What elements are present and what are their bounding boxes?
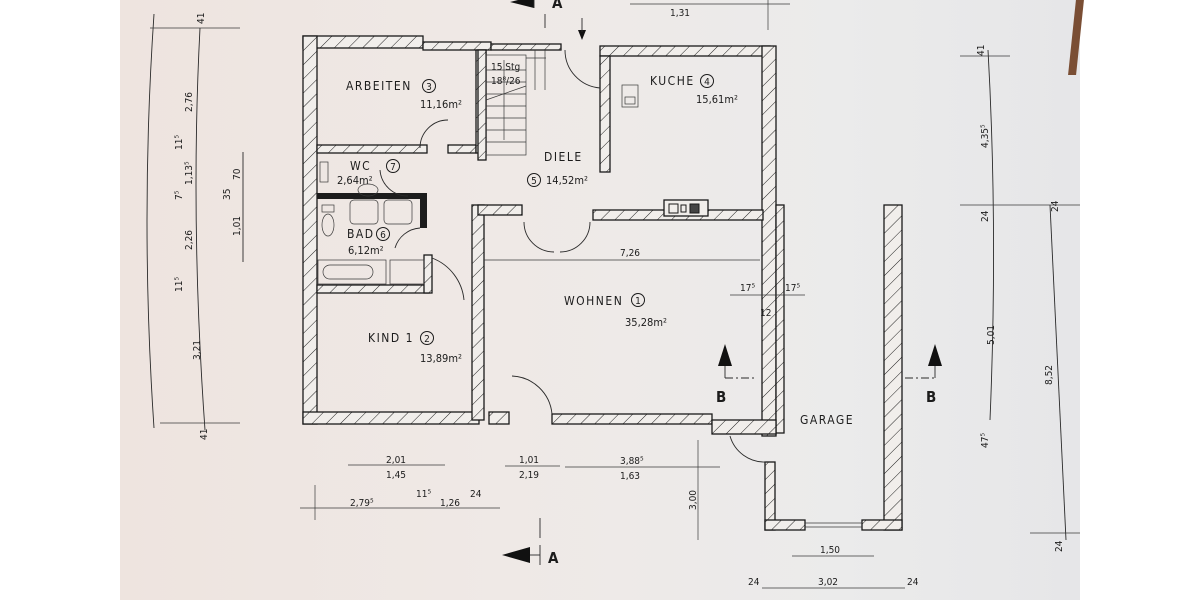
room-bad: BAD 6 6,12m² bbox=[347, 227, 390, 257]
room-label: WOHNEN bbox=[564, 294, 623, 308]
svg-text:5,01: 5,01 bbox=[986, 325, 997, 345]
svg-text:24: 24 bbox=[980, 210, 991, 222]
section-marker-a-bottom: A bbox=[502, 518, 559, 567]
fixtures bbox=[317, 84, 639, 285]
room-number: 4 bbox=[704, 77, 710, 88]
svg-text:24: 24 bbox=[1050, 200, 1061, 212]
room-label: DIELE bbox=[544, 150, 583, 164]
svg-text:24: 24 bbox=[1054, 540, 1065, 552]
svg-text:A: A bbox=[548, 549, 559, 567]
room-label: ARBEITEN bbox=[346, 79, 412, 93]
svg-text:2,79⁵: 2,79⁵ bbox=[350, 498, 374, 509]
room-wohnen: WOHNEN 1 35,28m² bbox=[564, 293, 667, 329]
staircase bbox=[485, 50, 546, 156]
garage-walls bbox=[764, 204, 903, 531]
doors bbox=[379, 49, 767, 463]
svg-text:24: 24 bbox=[748, 577, 760, 588]
svg-text:2,19: 2,19 bbox=[519, 470, 539, 481]
outer-walls bbox=[302, 35, 785, 437]
dimension-top: 1,31 bbox=[630, 0, 790, 30]
dimension-chain-right: 41 4,35⁵ 24 5,01 47⁵ 24 8,52 24 bbox=[960, 45, 1080, 552]
svg-text:4,35⁵: 4,35⁵ bbox=[980, 124, 991, 148]
svg-text:11⁵: 11⁵ bbox=[416, 489, 431, 500]
svg-text:15 Stg: 15 Stg bbox=[491, 62, 520, 73]
svg-text:24: 24 bbox=[470, 489, 482, 500]
room-area: 14,52m² bbox=[546, 174, 588, 187]
dimension-wohnen: 7,26 17⁵ 12 17⁵ bbox=[484, 248, 805, 319]
room-kuche: KUCHE 4 15,61m² bbox=[650, 74, 738, 106]
svg-text:35: 35 bbox=[222, 189, 233, 200]
svg-text:47⁵: 47⁵ bbox=[980, 433, 991, 448]
room-area: 11,16m² bbox=[420, 98, 462, 111]
svg-text:1,63: 1,63 bbox=[620, 471, 640, 482]
svg-text:18⁸/26: 18⁸/26 bbox=[491, 76, 521, 87]
room-area: 35,28m² bbox=[625, 316, 667, 329]
room-area: 13,89m² bbox=[420, 352, 462, 365]
room-label: WC bbox=[350, 159, 371, 173]
svg-text:B: B bbox=[926, 388, 936, 406]
svg-text:3,02: 3,02 bbox=[818, 577, 838, 588]
svg-text:1,01: 1,01 bbox=[519, 455, 539, 466]
section-marker-b-right: B bbox=[905, 344, 942, 406]
section-marker-b-left: B bbox=[716, 344, 755, 406]
room-number: 6 bbox=[380, 230, 386, 241]
svg-text:7,26: 7,26 bbox=[620, 248, 640, 259]
room-wc: WC 7 2,64m² bbox=[337, 159, 400, 187]
svg-text:70: 70 bbox=[232, 168, 243, 180]
svg-text:12: 12 bbox=[760, 308, 771, 319]
room-number: 3 bbox=[426, 82, 432, 93]
room-garage: GARAGE bbox=[800, 413, 854, 427]
room-label: KUCHE bbox=[650, 74, 695, 88]
svg-text:1,26: 1,26 bbox=[440, 498, 460, 509]
svg-text:11⁵: 11⁵ bbox=[174, 277, 185, 292]
svg-text:2,76: 2,76 bbox=[184, 92, 195, 112]
room-area: 15,61m² bbox=[696, 93, 738, 106]
svg-text:1,50: 1,50 bbox=[820, 545, 840, 556]
svg-text:1,01: 1,01 bbox=[232, 216, 243, 236]
svg-text:3,21: 3,21 bbox=[192, 340, 203, 360]
svg-text:11⁵: 11⁵ bbox=[174, 135, 185, 150]
svg-text:A: A bbox=[552, 0, 563, 12]
svg-text:1,13⁵: 1,13⁵ bbox=[184, 161, 195, 185]
svg-text:24: 24 bbox=[907, 577, 919, 588]
dimension-bottom: 2,01 1,45 1,01 2,19 3,88⁵ 1,63 2,79⁵ 11⁵… bbox=[300, 440, 919, 589]
svg-text:7⁵: 7⁵ bbox=[174, 190, 185, 200]
svg-text:41: 41 bbox=[196, 13, 207, 24]
svg-text:17⁵: 17⁵ bbox=[785, 283, 800, 294]
room-number: 1 bbox=[635, 296, 641, 307]
svg-text:17⁵: 17⁵ bbox=[740, 283, 755, 294]
room-number: 2 bbox=[424, 334, 430, 345]
room-arbeiten: ARBEITEN 3 11,16m² bbox=[346, 79, 462, 111]
room-area: 6,12m² bbox=[348, 244, 384, 257]
svg-text:8,52: 8,52 bbox=[1044, 365, 1055, 385]
svg-text:41: 41 bbox=[199, 429, 210, 440]
stair-label: 15 Stg 18⁸/26 bbox=[491, 62, 521, 87]
room-label: GARAGE bbox=[800, 413, 854, 427]
svg-text:B: B bbox=[716, 388, 726, 406]
dimension-chain-left: 41 2,76 11⁵ 1,13⁵ 7⁵ 2,26 11⁵ 3,21 41 70… bbox=[146, 13, 244, 440]
svg-text:1,45: 1,45 bbox=[386, 470, 406, 481]
section-marker-a-top: A bbox=[510, 0, 586, 40]
room-area: 2,64m² bbox=[337, 174, 373, 187]
room-label: BAD bbox=[347, 227, 375, 241]
interior-walls bbox=[316, 49, 764, 421]
room-diele: DIELE 5 14,52m² bbox=[527, 150, 588, 187]
room-label: KIND 1 bbox=[368, 331, 414, 345]
room-number: 7 bbox=[390, 162, 396, 173]
room-number: 5 bbox=[531, 176, 537, 187]
svg-text:2,26: 2,26 bbox=[184, 230, 195, 250]
svg-text:3,88⁵: 3,88⁵ bbox=[620, 456, 644, 467]
svg-text:1,31: 1,31 bbox=[670, 8, 690, 19]
svg-text:3,00: 3,00 bbox=[688, 490, 699, 510]
svg-text:2,01: 2,01 bbox=[386, 455, 406, 466]
svg-text:41: 41 bbox=[976, 45, 987, 56]
room-kind1: KIND 1 2 13,89m² bbox=[368, 331, 462, 365]
